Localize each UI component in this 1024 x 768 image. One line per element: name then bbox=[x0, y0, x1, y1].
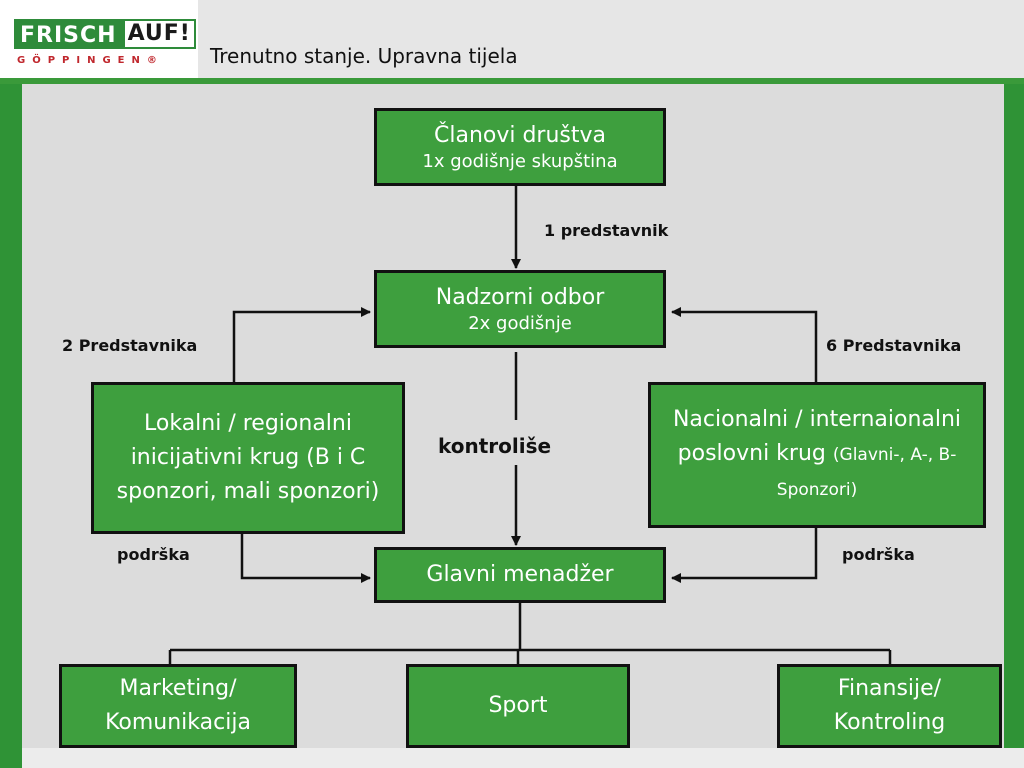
node-glavni-menadzer: Glavni menadžer bbox=[374, 547, 666, 603]
label-podrska-left: podrška bbox=[117, 545, 190, 564]
node-clanovi-title: Članovi društva bbox=[433, 123, 607, 148]
logo-city: GÖPPINGEN® bbox=[17, 55, 164, 66]
footer-strip bbox=[0, 748, 1024, 768]
node-nacionalni-textblock: Nacionalni / internaionalni poslovni kru… bbox=[661, 403, 973, 507]
header: FRISCH AUF! GÖPPINGEN® Trenutno stanje. … bbox=[0, 0, 1024, 78]
node-glavni-title: Glavni menadžer bbox=[426, 562, 614, 587]
node-marketing: Marketing/ Komunikacija bbox=[59, 664, 297, 748]
header-band bbox=[198, 0, 1024, 78]
node-clanovi-drustva: Članovi društva 1x godišnje skupština bbox=[374, 108, 666, 186]
node-nacionalni-text: Nacionalni / internaionalni poslovni kru… bbox=[672, 407, 962, 466]
logo-brand-left: FRISCH bbox=[14, 19, 123, 49]
node-clanovi-subtitle: 1x godišnje skupština bbox=[422, 151, 618, 172]
edge-lokalni-nadzorni bbox=[232, 307, 371, 384]
label-podrska-right: podrška bbox=[842, 545, 915, 564]
logo-brand-right: AUF! bbox=[122, 19, 196, 49]
label-2-predstavnika: 2 Predstavnika bbox=[62, 336, 198, 355]
node-finansije-text: Finansije/ Kontroling bbox=[833, 676, 946, 735]
right-accent-stripe bbox=[1004, 84, 1024, 748]
node-nacionalni-small: (Glavni-, A-, B-Sponzori) bbox=[776, 445, 957, 500]
left-accent-stripe bbox=[0, 84, 22, 768]
logo: FRISCH AUF! GÖPPINGEN® bbox=[0, 0, 198, 78]
footer-accent bbox=[0, 748, 22, 768]
page-title: Trenutno stanje. Upravna tijela bbox=[210, 44, 518, 68]
node-sport: Sport bbox=[406, 664, 630, 748]
node-lokalni-krug: Lokalni / regionalni inicijativni krug (… bbox=[91, 382, 405, 534]
node-nadzorni-title: Nadzorni odbor bbox=[435, 285, 605, 310]
label-kontrolise: kontroliše bbox=[438, 434, 552, 458]
label-6-predstavnika: 6 Predstavnika bbox=[826, 336, 962, 355]
node-finansije: Finansije/ Kontroling bbox=[777, 664, 1002, 748]
logo-wordmark: FRISCH AUF! bbox=[14, 19, 196, 49]
node-marketing-text: Marketing/ Komunikacija bbox=[105, 676, 251, 735]
label-1-predstavnik: 1 predstavnik bbox=[544, 221, 669, 240]
edge-nacionalni-glavni bbox=[671, 528, 818, 583]
node-nadzorni-subtitle: 2x godišnje bbox=[468, 313, 572, 334]
edge-lokalni-glavni bbox=[240, 534, 371, 583]
node-sport-text: Sport bbox=[488, 693, 548, 718]
node-lokalni-text: Lokalni / regionalni inicijativni krug (… bbox=[116, 411, 380, 504]
edge-nacionalni-nadzorni bbox=[671, 307, 818, 384]
node-nadzorni-odbor: Nadzorni odbor 2x godišnje bbox=[374, 270, 666, 348]
header-divider bbox=[0, 78, 1024, 84]
node-nacionalni-krug: Nacionalni / internaionalni poslovni kru… bbox=[648, 382, 986, 528]
